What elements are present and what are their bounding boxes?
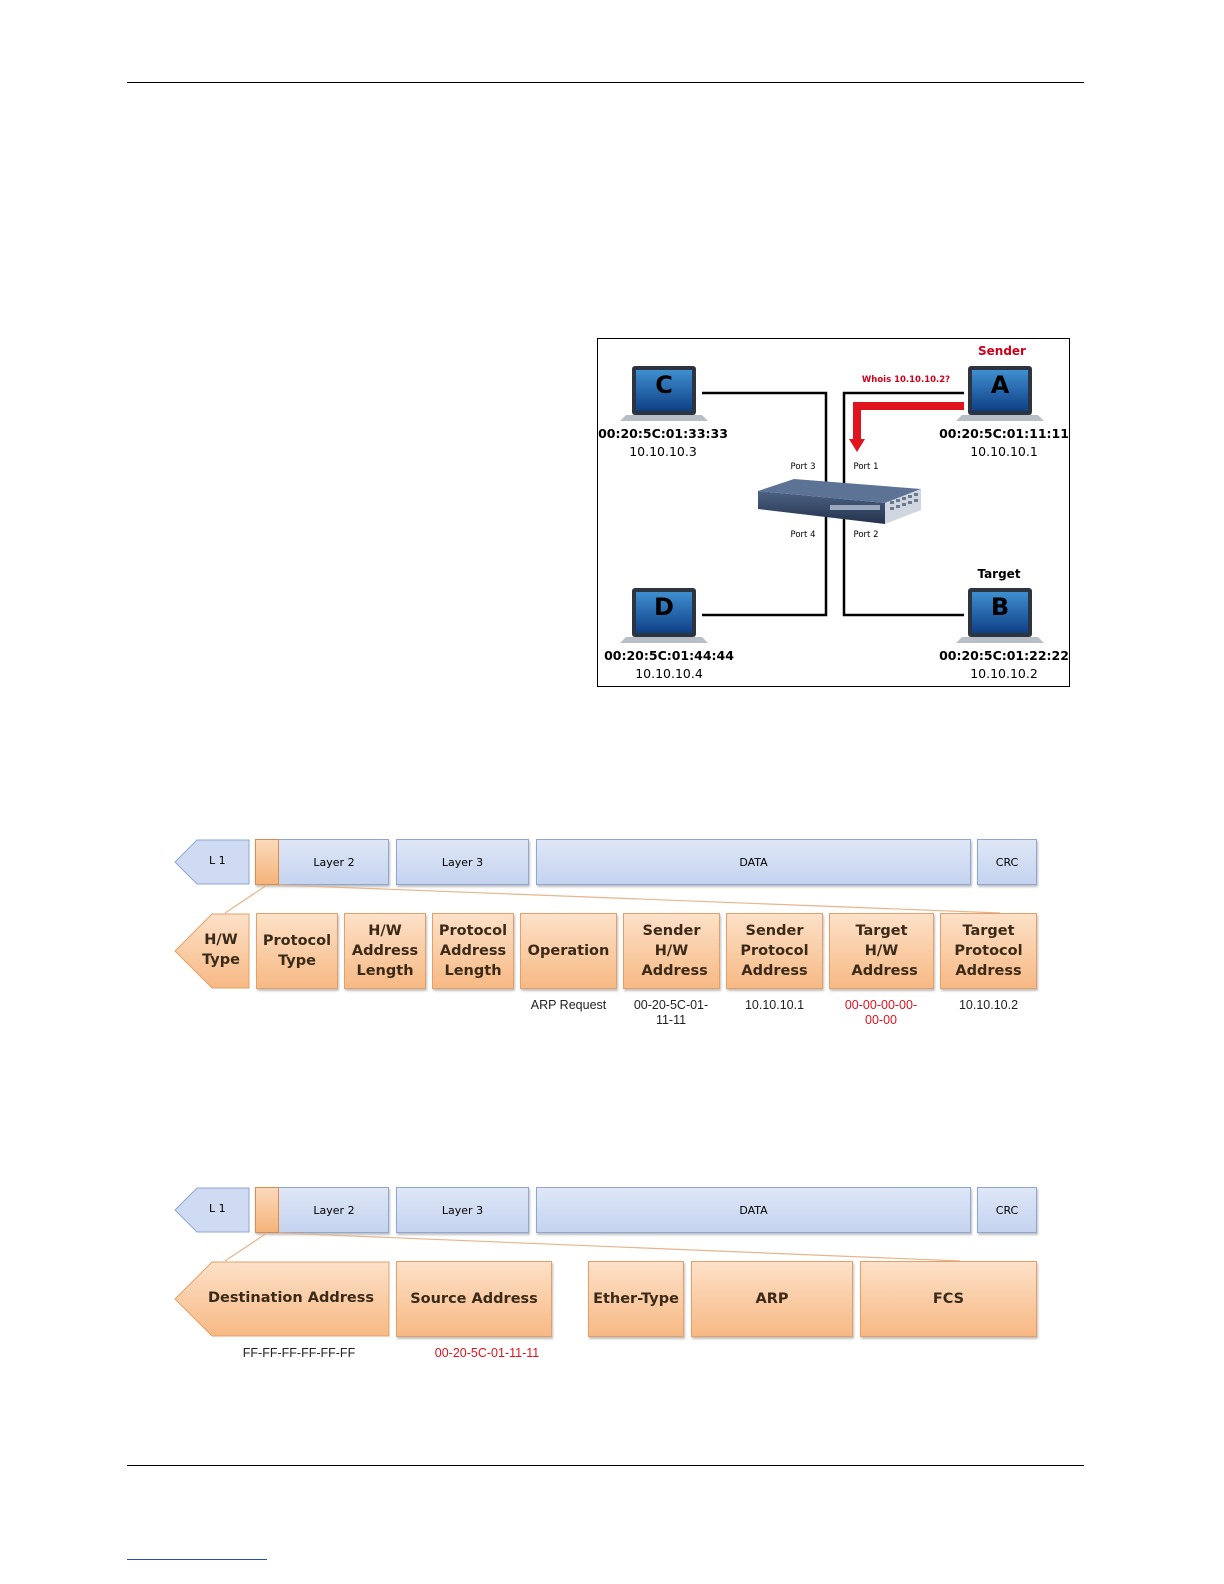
frame2-layer3-segment: Layer 3 [396,1187,529,1233]
frame1-l1-label: L 1 [209,854,226,867]
field-sender-protocol-address-label: Sender Protocol Address [740,923,809,979]
value-sender-hw-address: 00-20-5C-01-11-11 [633,998,709,1027]
field-target-protocol-address-label: Target Protocol Address [954,923,1023,979]
host-b-letter: B [990,593,1010,621]
frame1-expansion-lines [224,884,1001,914]
field-protocol-type: Protocol Type [256,913,338,989]
frame2-l1-segment: L 1 [174,1187,250,1233]
field-operation-label: Operation [527,943,610,959]
host-a-ip: 10.10.10.1 [970,444,1038,459]
field-target-hw-address: Target H/W Address [829,913,934,989]
field-hw-type: H/W Type [174,913,250,989]
field-arp-label: ARP [755,1291,789,1307]
field-source-address-label: Source Address [410,1291,538,1307]
frame2-layer2-highlight [255,1187,279,1233]
field-hw-type-label: H/W Type [202,932,240,968]
frame2-l1-label: L 1 [209,1202,226,1215]
value-sender-protocol-address: 10.10.10.1 [744,998,805,1012]
field-sender-protocol-address: Sender Protocol Address [726,913,823,989]
host-a-letter: A [990,371,1010,399]
frame1-layer2-highlight [255,839,279,885]
field-protocol-type-label: Protocol Type [262,933,332,969]
host-d-letter: D [654,593,674,621]
field-hw-address-length-label: H/W Address Length [351,923,419,979]
sender-label: Sender [978,344,1026,358]
laptop-d-icon [620,588,708,643]
port-4-label: Port 4 [790,530,816,540]
whois-request-label: Whois 10.10.10.2? [861,375,951,385]
arp-network-diagram: C A D B Sender Target Whois 10.10.10.2? … [597,338,1070,687]
host-a-mac: 00:20:5C:01:11:11 [939,426,1069,441]
field-ether-type-label: Ether-Type [593,1291,679,1307]
frame1-crc-label: CRC [995,855,1019,869]
value-target-hw-address: 00-00-00-00-00-00 [844,998,918,1027]
field-protocol-address-length-label: Protocol Address Length [438,923,508,979]
value-source-address: 00-20-5C-01-11-11 [434,1346,540,1360]
target-label: Target [977,567,1021,581]
field-destination-address: Destination Address [174,1261,390,1337]
field-ether-type: Ether-Type [588,1261,684,1337]
frame1-data-segment: DATA [536,839,971,885]
network-wiring [620,366,1044,643]
frame2-crc-label: CRC [995,1203,1019,1217]
header-rule [127,82,1084,83]
field-source-address: Source Address [396,1261,552,1337]
frame1-layer3-segment: Layer 3 [396,839,529,885]
host-c-ip: 10.10.10.3 [629,444,697,459]
host-d-mac: 00:20:5C:01:44:44 [604,648,734,663]
host-c-letter: C [655,371,673,399]
frame1-l1-segment: L 1 [174,839,250,885]
frame1-data-label: DATA [739,855,768,869]
host-b-mac: 00:20:5C:01:22:22 [939,648,1069,663]
field-arp: ARP [691,1261,853,1337]
frame2-data-label: DATA [739,1203,768,1217]
field-target-hw-address-label: Target H/W Address [851,923,918,979]
field-operation: Operation [520,913,617,989]
frame2-expansion-lines [224,1232,961,1262]
footer-link-underline [127,1559,267,1560]
frame2-layer3-label: Layer 3 [441,1203,484,1217]
value-destination-address: FF-FF-FF-FF-FF-FF [242,1346,356,1360]
field-target-protocol-address: Target Protocol Address [940,913,1037,989]
port-3-label: Port 3 [790,462,816,472]
field-destination-address-label: Destination Address [208,1290,374,1306]
port-2-label: Port 2 [853,530,879,540]
field-sender-hw-address: Sender H/W Address [623,913,720,989]
value-target-protocol-address: 10.10.10.2 [958,998,1019,1012]
field-protocol-address-length: Protocol Address Length [432,913,514,989]
footer-rule [127,1465,1084,1466]
host-b-ip: 10.10.10.2 [970,666,1038,681]
host-d-ip: 10.10.10.4 [635,666,703,681]
frame2-data-segment: DATA [536,1187,971,1233]
field-hw-address-length: H/W Address Length [344,913,426,989]
field-sender-hw-address-label: Sender H/W Address [641,923,708,979]
frame1-layer2-label: Layer 2 [313,855,355,869]
frame2-layer2-label: Layer 2 [313,1203,355,1217]
frame2-crc-segment: CRC [977,1187,1037,1233]
field-fcs: FCS [860,1261,1037,1337]
laptop-a-icon [956,366,1044,421]
laptop-c-icon [620,366,708,421]
field-fcs-label: FCS [932,1291,965,1307]
value-operation: ARP Request [530,998,607,1012]
laptop-b-icon [956,588,1044,643]
host-c-mac: 00:20:5C:01:33:33 [598,426,728,441]
frame1-crc-segment: CRC [977,839,1037,885]
port-1-label: Port 1 [853,462,879,472]
frame1-layer3-label: Layer 3 [441,855,484,869]
